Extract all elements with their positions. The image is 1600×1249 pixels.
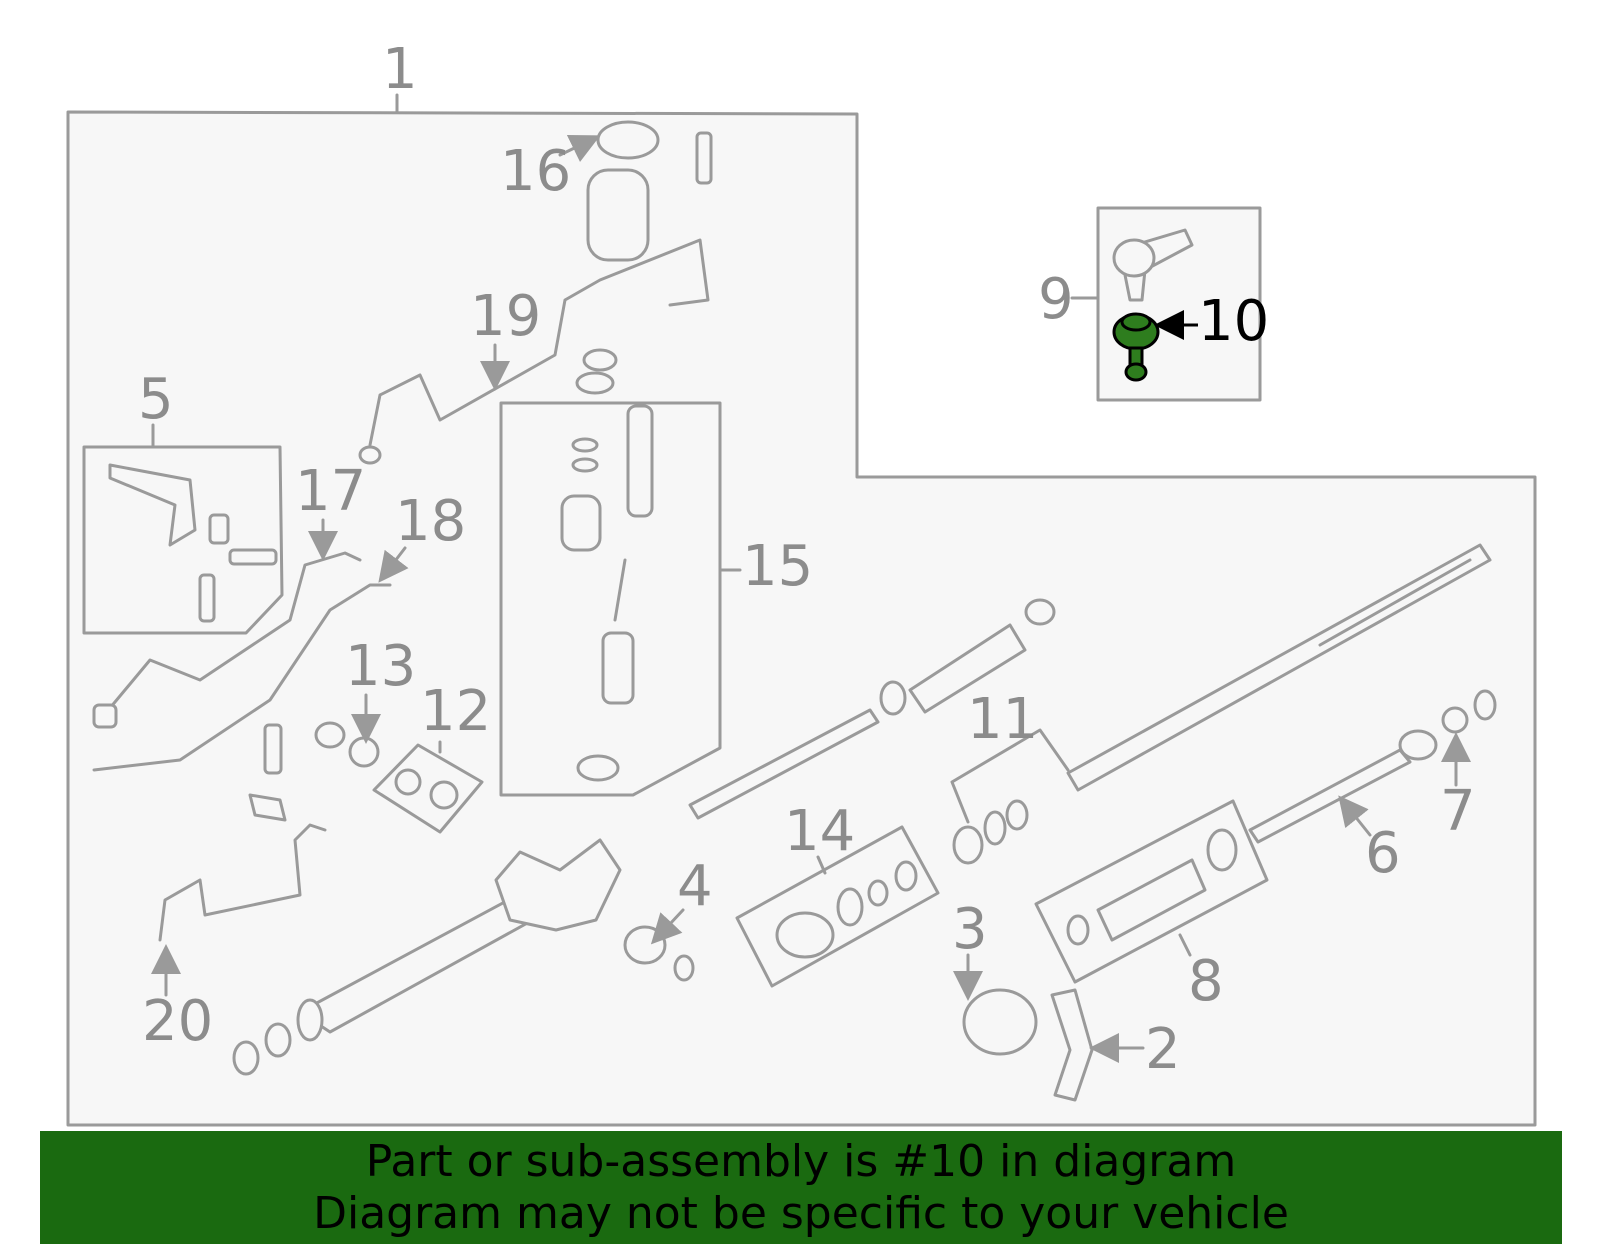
callout-14: 14	[784, 799, 855, 864]
valve-sleeve	[560, 494, 602, 552]
housing-seal-b	[232, 1040, 260, 1076]
inner-tie-rod	[1248, 748, 1412, 844]
pipe-20	[158, 823, 327, 942]
left-tie-rod	[688, 708, 880, 820]
assembly-1-outline	[66, 110, 1537, 1127]
lower-boot-ring	[1066, 914, 1090, 946]
valve-seal-bottom	[576, 754, 620, 782]
top-seal	[596, 120, 660, 160]
seal-11-leader	[950, 728, 1070, 824]
pipe-17	[98, 551, 362, 722]
valve-rod	[613, 558, 627, 622]
mount-clamp	[1050, 988, 1094, 1102]
tie-rod-end-ball	[1112, 238, 1156, 278]
leader-16	[558, 134, 601, 162]
washer-4	[673, 954, 695, 982]
bolt-5b	[198, 573, 216, 623]
kit14-ring-a	[836, 887, 864, 927]
leader-6	[1338, 795, 1372, 837]
top-bolt	[695, 131, 713, 185]
lower-boot	[1096, 858, 1207, 942]
seal-11a	[952, 825, 984, 865]
callout-16: 16	[500, 139, 571, 204]
valve-ring-a	[571, 437, 599, 453]
kit14-ring-c	[894, 860, 918, 892]
box-15	[499, 401, 722, 797]
callout-7: 7	[1440, 779, 1476, 844]
callout-19: 19	[470, 284, 541, 349]
top-housing	[586, 168, 650, 262]
bolt-5a	[228, 548, 278, 566]
boot-small-clamp	[1024, 598, 1056, 626]
bolt-20	[263, 723, 283, 775]
callout-10: 10	[1198, 289, 1269, 354]
rack-teeth	[1318, 558, 1472, 647]
leader-8	[1178, 933, 1192, 957]
pipe-end-17	[92, 703, 118, 729]
callout-4: 4	[677, 854, 713, 919]
lower-boot-clamp	[1206, 828, 1238, 872]
valve-ring-b	[571, 457, 599, 473]
callout-18: 18	[395, 489, 466, 554]
nut-7	[1441, 706, 1469, 734]
pipe-18	[92, 583, 392, 772]
part-12b	[429, 780, 459, 810]
box-5	[82, 445, 284, 635]
box-12	[372, 743, 484, 834]
boot-clamp	[879, 680, 907, 716]
rack-shaft	[1066, 543, 1492, 792]
bushing-13a	[314, 721, 346, 749]
callout-6: 6	[1365, 821, 1401, 886]
valve-seal-top	[582, 348, 618, 372]
pipe-end-19	[358, 445, 382, 465]
clip-20	[248, 793, 287, 822]
kit14-boot	[775, 911, 835, 959]
callout-5: 5	[138, 367, 174, 432]
leader-4	[650, 908, 685, 945]
callout-2: 2	[1145, 1017, 1181, 1082]
info-banner: Part or sub-assembly is #10 in diagram D…	[40, 1131, 1562, 1244]
callout-17: 17	[295, 459, 366, 524]
bushing-13b	[348, 736, 380, 768]
callout-15: 15	[742, 534, 813, 599]
mount-bushing	[962, 988, 1038, 1056]
callout-3: 3	[952, 897, 988, 962]
seal-11b	[983, 810, 1007, 846]
housing-end	[296, 998, 324, 1042]
callout-13: 13	[345, 634, 416, 699]
callout-9: 9	[1038, 267, 1074, 332]
valve-body	[494, 838, 622, 932]
valve-lower	[601, 631, 635, 705]
valve-seal-2	[575, 371, 615, 395]
leader-18	[378, 546, 409, 583]
valve-pinion	[626, 404, 654, 518]
callout-1: 1	[382, 37, 418, 102]
callout-11: 11	[967, 687, 1038, 752]
part-12a	[394, 768, 422, 796]
callout-12: 12	[420, 679, 491, 744]
leader-14	[816, 855, 827, 875]
part-10-cap	[1120, 312, 1152, 332]
clip-5	[208, 513, 230, 545]
banner-line-1: Part or sub-assembly is #10 in diagram	[365, 1135, 1237, 1187]
upper-boot	[908, 623, 1027, 714]
inner-tie-rod-ball	[1398, 729, 1438, 761]
pipe-19	[368, 238, 710, 447]
callout-20: 20	[142, 989, 213, 1054]
washer-7	[1473, 689, 1497, 721]
kit14-ring-b	[867, 879, 889, 907]
seal-11c	[1005, 799, 1029, 831]
bushing-4	[623, 925, 667, 965]
part-10-base	[1124, 362, 1148, 382]
banner-line-2: Diagram may not be specific to your vehi…	[313, 1187, 1289, 1239]
housing-seal-a	[264, 1022, 292, 1058]
callout-8: 8	[1188, 949, 1224, 1014]
bracket-5	[108, 463, 197, 547]
